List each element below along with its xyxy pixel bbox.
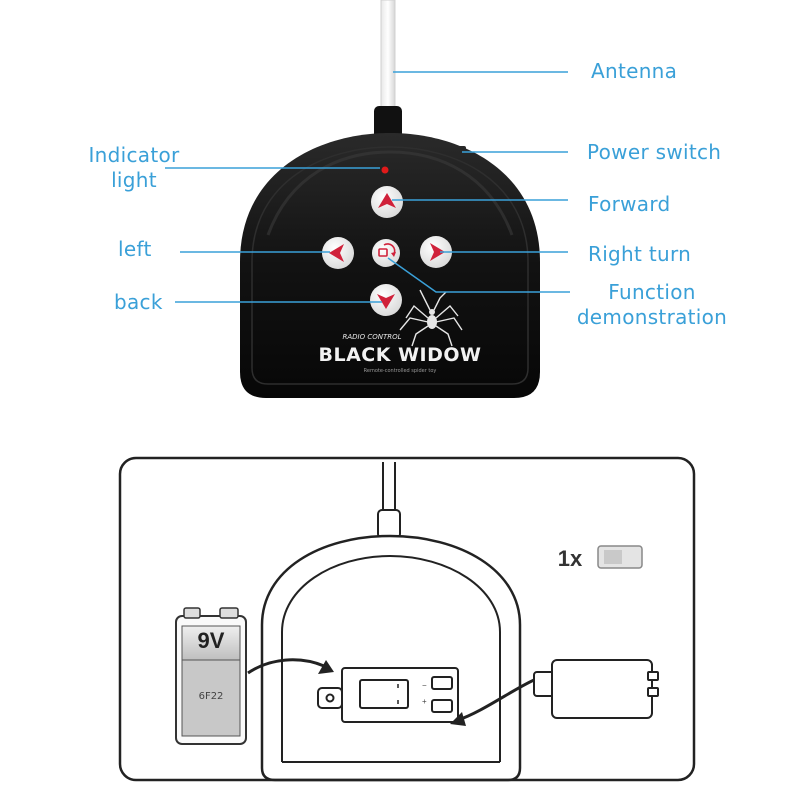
demo-button[interactable]: [372, 239, 400, 267]
callout-lines: [165, 71, 570, 303]
connect-arrow: [450, 678, 535, 726]
power-switch-label: Power switch: [587, 140, 722, 164]
small-battery-icon: [597, 545, 643, 569]
arrow-up-icon: [378, 193, 396, 208]
indicator-label-line1: Indicator: [88, 143, 180, 167]
demo-cycle-icon: [378, 243, 396, 257]
svg-text:+: +: [422, 697, 427, 706]
function-demonstration-label: Function demonstration: [568, 280, 736, 330]
9v-battery: 9V 6F22: [175, 607, 247, 745]
brand-logo: RADIO CONTROL BLACK WIDOW Remote-control…: [319, 289, 482, 374]
left-button[interactable]: [322, 237, 354, 269]
indicator-light-label: Indicator light: [78, 143, 190, 193]
logo-small-text: RADIO CONTROL: [342, 333, 401, 341]
forward-label: Forward: [588, 192, 671, 216]
right-turn-label: Right turn: [588, 242, 692, 266]
antenna: [380, 0, 396, 113]
function-leader: [387, 257, 570, 293]
battery-clip: [533, 659, 659, 719]
antenna-label: Antenna: [591, 59, 678, 83]
indicator-label-line2: light: [111, 168, 157, 192]
function-label-line2: demonstration: [576, 305, 728, 329]
right-button[interactable]: [420, 236, 452, 268]
logo-tiny-text: Remote-controlled spider toy: [364, 368, 437, 374]
logo-brand-text: BLACK WIDOW: [319, 344, 482, 366]
arrow-down-icon: [377, 294, 395, 309]
battery-model-label: 6F22: [199, 691, 224, 702]
back-button[interactable]: [370, 284, 402, 316]
back-label: back: [114, 290, 163, 314]
outline-remote: [260, 534, 522, 782]
battery-voltage-label: 9V: [198, 628, 225, 653]
function-label-line1: Function: [608, 280, 696, 304]
svg-text:−: −: [422, 681, 427, 690]
battery-compartment: − +: [317, 667, 459, 723]
indicator-light: [381, 166, 389, 174]
forward-button[interactable]: [371, 186, 403, 218]
left-label: left: [118, 237, 152, 261]
spider-icon: [399, 289, 463, 347]
arrow-left-icon: [329, 244, 344, 262]
arrow-right-icon: [430, 243, 445, 261]
battery-quantity: 1x: [558, 546, 583, 571]
insert-arrow: [247, 658, 334, 675]
